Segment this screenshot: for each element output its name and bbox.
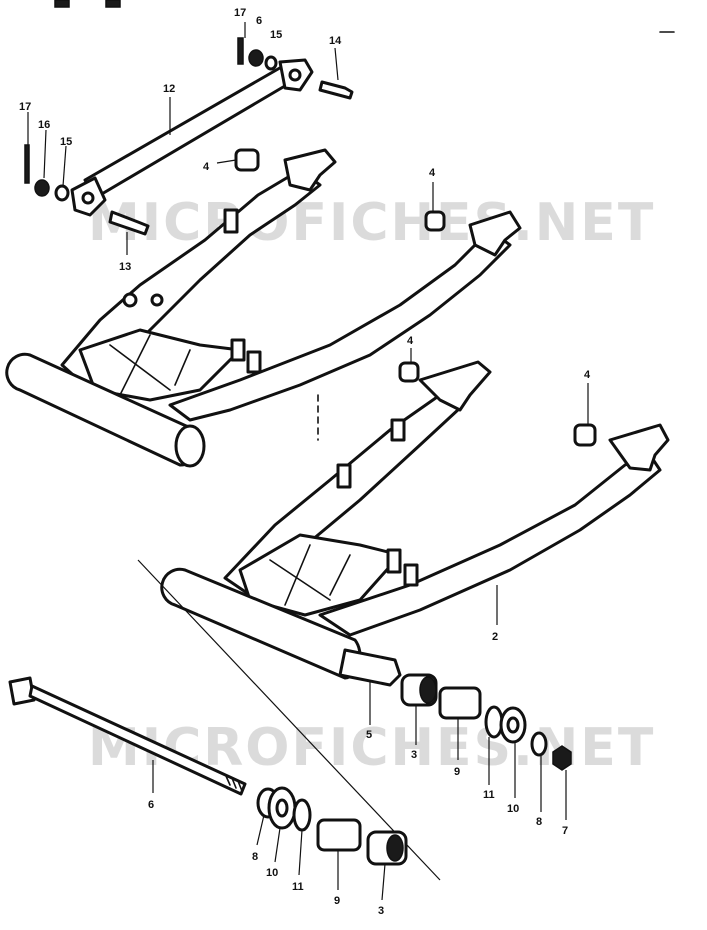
torque-rod — [83, 63, 297, 200]
lower-right-fork-end — [608, 423, 670, 472]
callouts: 17 6 15 14 17 16 15 12 13 4 4 4 4 2 5 3 … — [19, 7, 591, 917]
callout-8: 8 — [252, 851, 258, 863]
callout-11: 11 — [483, 789, 495, 801]
callout-16: 16 — [38, 119, 50, 131]
callout-2: 2 — [492, 631, 498, 643]
upper-bracket — [246, 350, 262, 374]
callout-4: 4 — [429, 167, 436, 179]
callout-4: 4 — [407, 335, 414, 347]
callout-9: 9 — [334, 895, 340, 907]
torque-rod-assembly — [70, 58, 314, 217]
lower-bracket — [386, 548, 402, 574]
upper-left-fork-end — [283, 148, 337, 192]
corner-mark — [54, 0, 70, 8]
bushing-4b — [424, 210, 446, 232]
lower-swingarm-right-arm — [318, 453, 662, 637]
callout-15: 15 — [60, 136, 72, 148]
top-hardware — [24, 37, 597, 447]
bushing-4d — [573, 423, 597, 447]
upper-bracket — [223, 208, 239, 234]
washer-15-left — [54, 184, 70, 202]
callout-4: 4 — [584, 369, 591, 381]
leader-lines — [27, 22, 589, 901]
upper-right-fork-end — [468, 210, 522, 257]
pivot-bolt-thread — [225, 775, 243, 792]
washer-15-top — [264, 55, 278, 71]
nut-6-top — [248, 49, 264, 67]
watermark-bottom: MICROFICHES.NET — [88, 718, 655, 778]
bushing-4c — [398, 361, 420, 383]
callout-17: 17 — [19, 101, 31, 113]
washer-8-right — [530, 731, 548, 757]
upper-pivot-tube-end — [174, 424, 206, 468]
brace-detail — [109, 334, 191, 396]
watermark-top: MICROFICHES.NET — [88, 193, 655, 253]
lower-bracket — [336, 463, 352, 489]
corner-mark — [105, 0, 121, 8]
torque-rod-lower-hole — [81, 191, 95, 205]
washer-10-right-hole — [506, 716, 520, 734]
seal-11-right — [484, 705, 504, 739]
callout-13: 13 — [119, 261, 131, 273]
callout-9: 9 — [454, 766, 460, 778]
bolt-14 — [318, 80, 354, 100]
cotter-pin-17b — [24, 144, 30, 184]
lower-bracket — [390, 418, 406, 442]
callout-14: 14 — [329, 35, 342, 47]
callout-15: 15 — [270, 29, 282, 41]
upper-swingarm-right-arm — [168, 228, 512, 422]
lower-left-fork-end — [418, 360, 492, 412]
callout-11: 11 — [292, 881, 304, 893]
bushing-4a — [234, 148, 260, 172]
pivot-bolt-shaft — [28, 684, 247, 796]
callout-10: 10 — [507, 803, 519, 815]
nut-7 — [552, 745, 572, 771]
callout-7: 7 — [562, 825, 568, 837]
seal-11-left — [292, 798, 312, 832]
callout-10: 10 — [266, 867, 278, 879]
guide-line — [137, 559, 441, 881]
callout-12: 12 — [163, 83, 175, 95]
callout-6: 6 — [148, 799, 154, 811]
callout-8: 8 — [536, 816, 542, 828]
bolt-13 — [108, 210, 150, 236]
lower-bracket — [403, 563, 419, 587]
bearing-3-left-face — [386, 834, 404, 862]
collar-9-right — [438, 686, 482, 720]
callout-6: 6 — [256, 15, 262, 27]
callout-17: 17 — [234, 7, 246, 19]
callout-4: 4 — [203, 161, 210, 173]
callout-5: 5 — [366, 729, 372, 741]
upper-mount-hole — [150, 293, 164, 307]
callout-3: 3 — [378, 905, 384, 917]
torque-rod-upper-hole — [288, 68, 302, 82]
upper-swingarm — [5, 148, 522, 468]
bearing-3-right-face — [419, 676, 437, 704]
pivot-bolt-head — [8, 676, 36, 706]
pivot-hardware — [8, 648, 572, 866]
collar-9-left — [316, 818, 362, 852]
spacer-5 — [338, 648, 402, 687]
nut-16 — [34, 179, 50, 197]
cotter-pin-17a — [237, 37, 244, 65]
lower-swingarm — [160, 360, 670, 680]
washer-10-left-hole — [275, 798, 289, 818]
upper-mount-hole — [122, 292, 138, 308]
upper-bracket — [230, 338, 246, 362]
callout-3: 3 — [411, 749, 417, 761]
lower-brace-detail — [269, 544, 351, 606]
